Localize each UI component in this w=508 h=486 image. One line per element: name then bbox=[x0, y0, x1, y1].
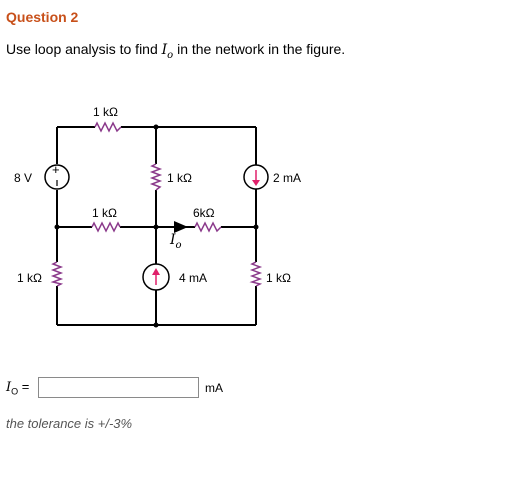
tolerance-note: the tolerance is +/-3% bbox=[6, 416, 133, 431]
question-title: Question 2 bbox=[6, 9, 79, 25]
resistor-mid-vertical-label: 1 kΩ bbox=[167, 171, 192, 185]
current-source-center bbox=[142, 263, 170, 291]
resistor-mid-right-label: 6kΩ bbox=[193, 206, 215, 220]
svg-text:+: + bbox=[52, 162, 60, 177]
current-source-right-label: 2 mA bbox=[273, 171, 301, 185]
resistor-mid-left-symbol bbox=[91, 221, 121, 233]
answer-unit: mA bbox=[205, 381, 223, 395]
resistor-mid-vertical-symbol bbox=[149, 163, 163, 191]
io-label: Io bbox=[169, 232, 182, 251]
voltage-source-label: 8 V bbox=[14, 171, 32, 185]
question-prompt: Use loop analysis to find Io in the netw… bbox=[6, 41, 345, 61]
answer-label: IO = bbox=[6, 379, 30, 397]
resistor-mid-left-label: 1 kΩ bbox=[92, 206, 117, 220]
resistor-bottom-right-symbol bbox=[249, 261, 263, 287]
prompt-text-after: in the network in the figure. bbox=[173, 41, 346, 57]
current-source-center-label: 4 mA bbox=[179, 271, 207, 285]
answer-input[interactable] bbox=[38, 377, 199, 398]
resistor-top-label: 1 kΩ bbox=[93, 105, 118, 119]
prompt-text-before: Use loop analysis to find bbox=[6, 41, 162, 57]
resistor-top-symbol bbox=[94, 121, 122, 133]
resistor-mid-right-symbol bbox=[194, 221, 222, 233]
resistor-bottom-left-symbol bbox=[50, 261, 64, 287]
voltage-source: + bbox=[44, 162, 70, 190]
resistor-bottom-left-label: 1 kΩ bbox=[17, 271, 42, 285]
prompt-variable: Io bbox=[161, 42, 174, 61]
resistor-bottom-right-label: 1 kΩ bbox=[266, 271, 291, 285]
junction-dots bbox=[54, 124, 259, 328]
current-source-right bbox=[243, 164, 269, 190]
